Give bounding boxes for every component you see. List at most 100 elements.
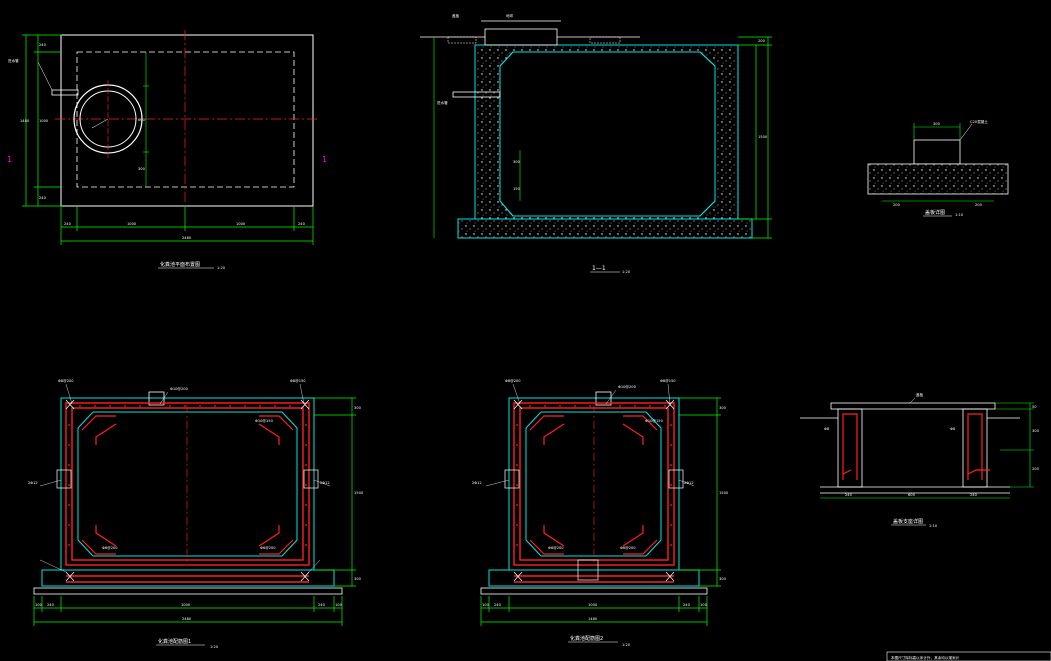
section-dim-right-ticks <box>738 36 772 239</box>
plan-dim-bottom-2: 1000 <box>127 222 137 226</box>
rebar-right-label-1: Φ8@200 <box>505 379 521 383</box>
rebar-left-outer <box>60 397 315 571</box>
plan-dim-left-1: 240 <box>39 43 47 47</box>
section-scale: 1:20 <box>622 270 631 274</box>
rebar-left-label-1: Φ8@200 <box>58 379 74 383</box>
rebar-left-label-7: Φ6@200 <box>102 546 118 550</box>
pipe-leader <box>37 61 53 91</box>
section-inner-dim-1: 300 <box>513 160 521 164</box>
plan-dim-bottom-3: 1000 <box>236 222 246 226</box>
rebar-right-dim-right-2: 1500 <box>719 491 729 495</box>
rebar-left-dim-bottom-3: 1000 <box>181 603 191 607</box>
rebar-left-dots <box>68 405 307 546</box>
detail-bottom-dim-right-1: 50 <box>1032 405 1037 409</box>
rebar-left-dim-bottom-4: 240 <box>318 603 326 607</box>
rebar-right-label-8: Φ6@200 <box>620 546 636 550</box>
rebar-left-dim-right-2: 1500 <box>354 491 364 495</box>
rebar-left-cage <box>65 402 310 583</box>
rebar-right-dim-bottom-4: 240 <box>683 603 691 607</box>
rebar-right-label-4: Φ10@150 <box>645 419 664 423</box>
rebar-right-label-2: Φ10@200 <box>618 385 637 389</box>
rebar-left-dim-right-3: 300 <box>354 577 362 581</box>
detail-bottom-dim-bottom-2: 600 <box>908 493 916 497</box>
circle-leader <box>91 118 109 129</box>
rebar-left-base <box>41 569 335 587</box>
rebar-left-opening-left <box>56 469 72 489</box>
rebar-right-leaders <box>485 383 695 487</box>
plan-inner-chamber <box>76 51 295 188</box>
detail-bottom-cover <box>830 402 996 410</box>
detail-bottom-rebar <box>842 413 990 480</box>
rebar-right-dim-bottom-3: 1000 <box>588 603 598 607</box>
rebar-right-label-3: Φ8@150 <box>660 379 676 383</box>
rebar-left-dim-total: 2480 <box>182 617 192 621</box>
plan-scale: 1:20 <box>217 266 226 270</box>
rebar-left-label-5: 2Φ12 <box>28 481 38 485</box>
plan-dim-left-ticks <box>22 34 62 207</box>
detail-bottom-walls <box>800 408 1020 494</box>
plan-dim-left-2: 1000 <box>39 119 49 123</box>
ground-label: 地坪 <box>506 13 514 18</box>
rebar-left-label-6: 2Φ12 <box>320 481 330 485</box>
detail-bottom-title: 盖板支座详图 <box>893 518 923 525</box>
section-dim-right-2: 1500 <box>758 135 768 139</box>
detail-slab <box>867 163 1009 195</box>
section-cover-slab <box>484 28 558 46</box>
rebar-left-label-4: Φ10@150 <box>255 419 274 423</box>
detail-top-scale: 1:10 <box>955 213 964 217</box>
section-wall-concrete <box>474 44 739 220</box>
section-pipe-label: 进水管 <box>437 100 448 105</box>
rebar-right-base <box>488 569 700 587</box>
rebar-left-dim-bottom-1: 100 <box>35 603 43 607</box>
detail-callout: C20混凝土 <box>970 119 988 124</box>
footer-note-frame <box>886 651 1051 661</box>
rebar-right-label-7: Φ6@200 <box>548 546 564 550</box>
pipe-label: 进水管 <box>8 58 19 63</box>
section-mark-left: 1 <box>7 155 12 164</box>
section-dim-right-1: 200 <box>758 39 766 43</box>
rebar-right-dim-bottom-2: 240 <box>494 603 502 607</box>
inlet-pipe <box>51 89 79 96</box>
detail-bottom-dim-ticks <box>995 402 1034 488</box>
rebar-left-scale: 1:20 <box>210 645 219 649</box>
rebar-right-corner-marks <box>513 399 675 582</box>
rebar-left-opening-right <box>303 469 319 489</box>
rebar-left-dim-right-ticks <box>314 397 356 587</box>
plan-dim-circle-2: 300 <box>138 167 146 171</box>
rebar-right-dim-bottom-1: 100 <box>482 603 490 607</box>
rebar-right-label-5: 2Φ12 <box>472 481 482 485</box>
detail-bottom-dim-right-2: 300 <box>1032 429 1040 433</box>
rebar-right-opening-left <box>504 469 520 489</box>
rebar-right-dim-bottom-ticks <box>480 596 708 626</box>
section-mark-right: 1 <box>322 155 327 164</box>
rebar-right-opening-right <box>668 469 684 489</box>
rebar-left-label-2: Φ10@200 <box>170 387 189 391</box>
rebar-right-dim-right-ticks <box>679 397 721 587</box>
section-title: 1—1 <box>592 265 606 272</box>
rebar-right-dim-total: 1480 <box>588 617 598 621</box>
detail-bottom-dim-bottom-1: 240 <box>845 493 853 497</box>
detail-bottom: 盖板 Φ8 Φ8 50 300 200 240 600 <box>800 392 1040 528</box>
section-inlet-pipe <box>452 91 501 98</box>
rebar-left-cap <box>148 391 165 406</box>
rebar-left-dim-bottom-2: 240 <box>47 603 55 607</box>
cover-label: 盖板 <box>452 13 460 18</box>
footer-note: 本图尺寸除标高以米计外，其余均以毫米计 <box>891 655 960 660</box>
rebar-right-title: 化粪池配筋图2 <box>570 635 603 642</box>
detail-top: 300 C20混凝土 200 200 盖板详图 1:10 <box>867 119 1009 217</box>
rebar-right-dim-right-1: 300 <box>719 406 727 410</box>
rebar-left-dim-right-1: 300 <box>354 406 362 410</box>
rebar-left-dim-bottom-ticks <box>33 596 343 626</box>
plan-dim-left-total: 1480 <box>20 119 30 123</box>
rebar-left-haunch-bars <box>81 415 294 555</box>
rebar-right-dim-bottom-5: 100 <box>700 603 708 607</box>
plan-dim-bottom-1: 240 <box>64 222 72 226</box>
plan-dim-circle-1: 600 <box>138 118 146 122</box>
detail-bottom-cover-label: 盖板 <box>916 392 924 397</box>
ground-hatch-left <box>447 36 477 44</box>
detail-bottom-scale: 1:10 <box>929 524 938 528</box>
rebar-right-scale: 1:20 <box>622 643 631 647</box>
detail-top-title: 盖板详图 <box>925 209 945 216</box>
ground-hatch-right <box>589 36 621 44</box>
rebar-right-foundation <box>480 587 708 595</box>
